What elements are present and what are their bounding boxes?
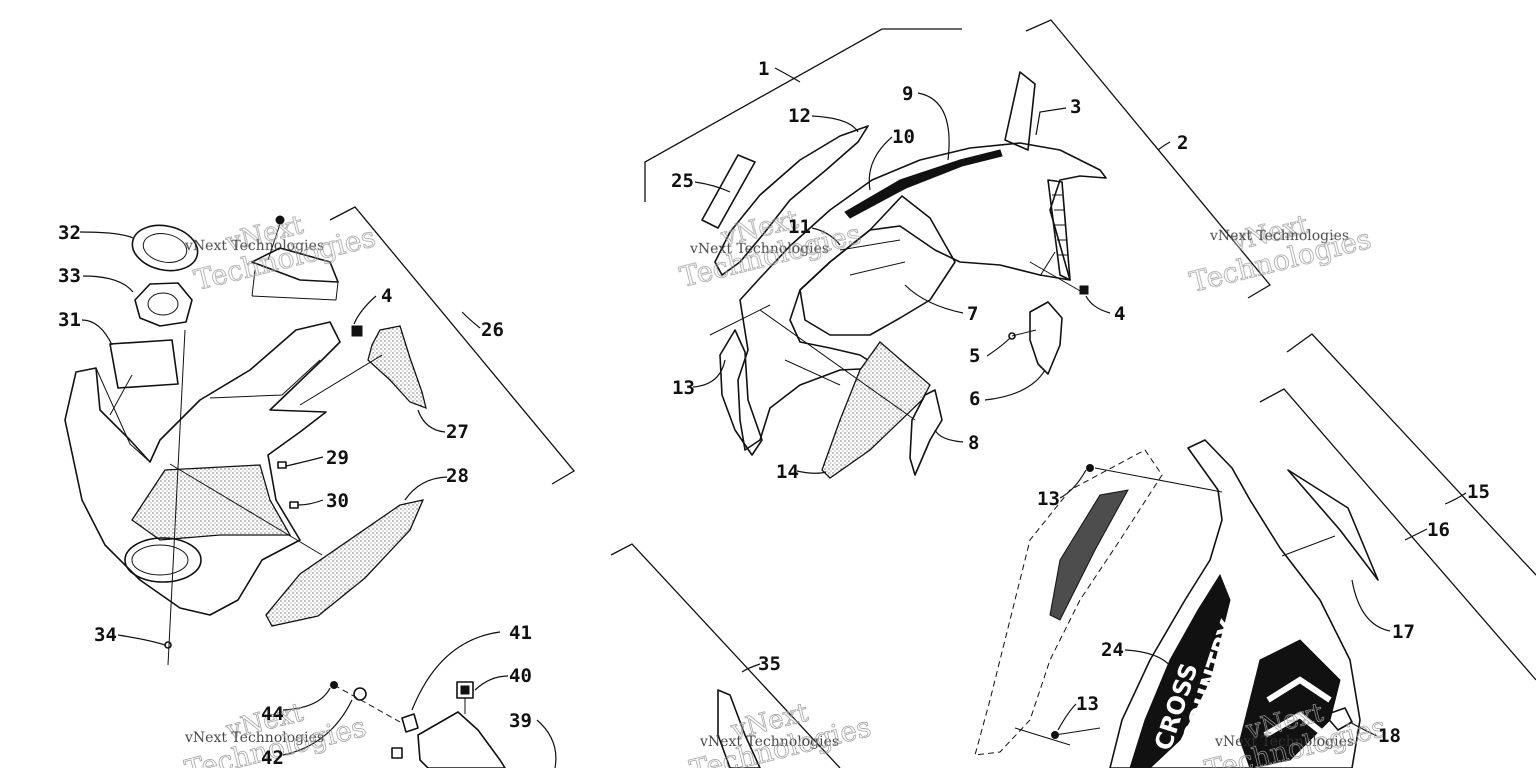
bottom-parts [330,681,761,768]
label-part-39: 39 [509,710,532,732]
label-part-44: 44 [261,703,284,725]
watermark-right-sub: vNext Technologies [1209,228,1349,244]
bumper-18 [1324,707,1353,731]
watermark-bl-sub: vNext Technologies [184,730,324,746]
window-31 [109,339,179,389]
label-part-1: 1 [758,58,769,80]
label-part-28: 28 [446,465,469,487]
label-part-42: 42 [261,747,284,768]
left-hood-assembly [64,215,427,666]
watermark-left: vNext vNext Technologies Technologies [184,210,379,298]
vent-mesh [1049,489,1129,621]
windshield-7 [799,195,956,336]
label-part-30: 30 [326,490,349,512]
watermark-right: vNext vNext Technologies Technologies [1186,209,1375,299]
label-part-32: 32 [58,222,81,244]
assembly-brackets [329,19,1536,768]
label-part-3: 3 [1070,96,1081,118]
label-part-4-right: 4 [1114,303,1125,325]
label-part-13-top: 13 [672,377,695,399]
panel-8 [909,389,943,476]
label-part-25: 25 [671,170,694,192]
label-part-31: 31 [58,309,81,331]
fin-teeth [1052,194,1068,256]
watermark-center-sub: vNext Technologies [689,241,829,257]
part-labels: 1 2 3 4 4 5 6 7 8 9 10 11 12 13 13 13 14… [58,58,1490,768]
leader-lines [79,67,1467,768]
grommet-41 [401,713,419,733]
watermark-br-sub: vNext Technologies [1214,734,1354,750]
bracket-15 [1286,333,1536,576]
bracket-1 [644,28,962,202]
clip-4-right [1079,285,1089,295]
label-part-6: 6 [969,388,980,410]
washer-42 [353,687,367,701]
bracket-39 [417,711,506,768]
foam-14 [821,341,931,479]
label-part-11: 11 [788,216,811,238]
label-part-24: 24 [1101,639,1124,661]
label-part-4-left: 4 [381,285,392,307]
decal-25 [701,154,756,229]
top-hood-assembly [701,71,1107,479]
label-part-5: 5 [969,345,980,367]
label-part-29: 29 [326,447,349,469]
gauge-plate-33 [134,282,193,327]
label-part-8: 8 [968,432,979,454]
label-part-18: 18 [1378,725,1401,747]
windshield-17 [1287,469,1379,581]
foam-pad-27 [367,325,427,410]
label-part-15: 15 [1467,481,1490,503]
screw-5 [1008,332,1016,340]
decal-panel [1129,573,1231,768]
label-part-26: 26 [481,319,504,341]
label-part-27: 27 [446,421,469,443]
panel-35 [717,689,761,768]
label-part-41: 41 [509,622,532,644]
watermark-bottom-left: vNext vNext Technologies Technologies [181,697,370,768]
mount-bracket [251,247,339,283]
clip-4-left [351,325,363,337]
grille-outline-24 [974,449,1163,756]
label-part-33: 33 [58,265,81,287]
bracket-26 [329,206,575,485]
cover-6 [1029,301,1063,375]
label-part-14: 14 [776,461,799,483]
watermark-left-sub: vNext Technologies [184,238,324,254]
label-part-40: 40 [509,665,532,687]
bracket-16 [1259,388,1536,681]
label-part-13-mid: 13 [1037,488,1060,510]
hood-main-body [737,142,1107,451]
label-part-7: 7 [967,303,978,325]
foam-pad-30 [131,464,292,541]
label-part-9: 9 [902,83,913,105]
label-part-35: 35 [758,653,781,675]
lower-console-body [64,321,341,616]
label-part-16: 16 [1427,519,1450,541]
foam-pad-28 [265,499,425,627]
screw-34 [164,641,172,649]
label-part-10: 10 [892,126,915,148]
label-part-12: 12 [788,105,811,127]
watermark-bottom-center: vNext vNext Technologies Technologies [686,697,875,768]
bracket-2 [1025,19,1271,299]
trim-9 [844,149,1003,219]
lower-hood-assembly: CROSS COUNTRY [974,439,1379,768]
label-part-34: 34 [94,624,117,646]
label-part-17: 17 [1392,621,1415,643]
gauge-ring-32 [131,224,199,272]
bracket-35 [610,543,841,768]
label-part-13-low: 13 [1076,693,1099,715]
side-panel-12 [714,125,869,276]
watermark-bc-sub: vNext Technologies [699,734,839,750]
hood-lower-body [1109,439,1361,768]
windscreen-3 [1004,71,1036,151]
label-part-2: 2 [1177,132,1188,154]
